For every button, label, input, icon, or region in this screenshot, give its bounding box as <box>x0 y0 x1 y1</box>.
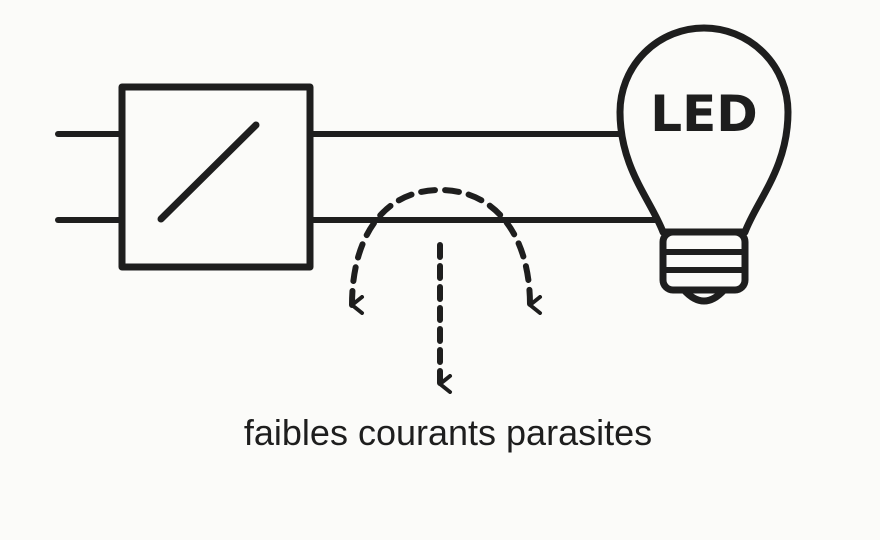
diagram-caption: faibles courants parasites <box>243 412 653 453</box>
switch-box-icon <box>118 83 314 271</box>
leak-arc <box>349 186 543 316</box>
light-bulb-icon: LED <box>616 24 792 305</box>
bulb-label: LED <box>650 85 758 143</box>
dashed-arrows-icon <box>349 186 543 394</box>
